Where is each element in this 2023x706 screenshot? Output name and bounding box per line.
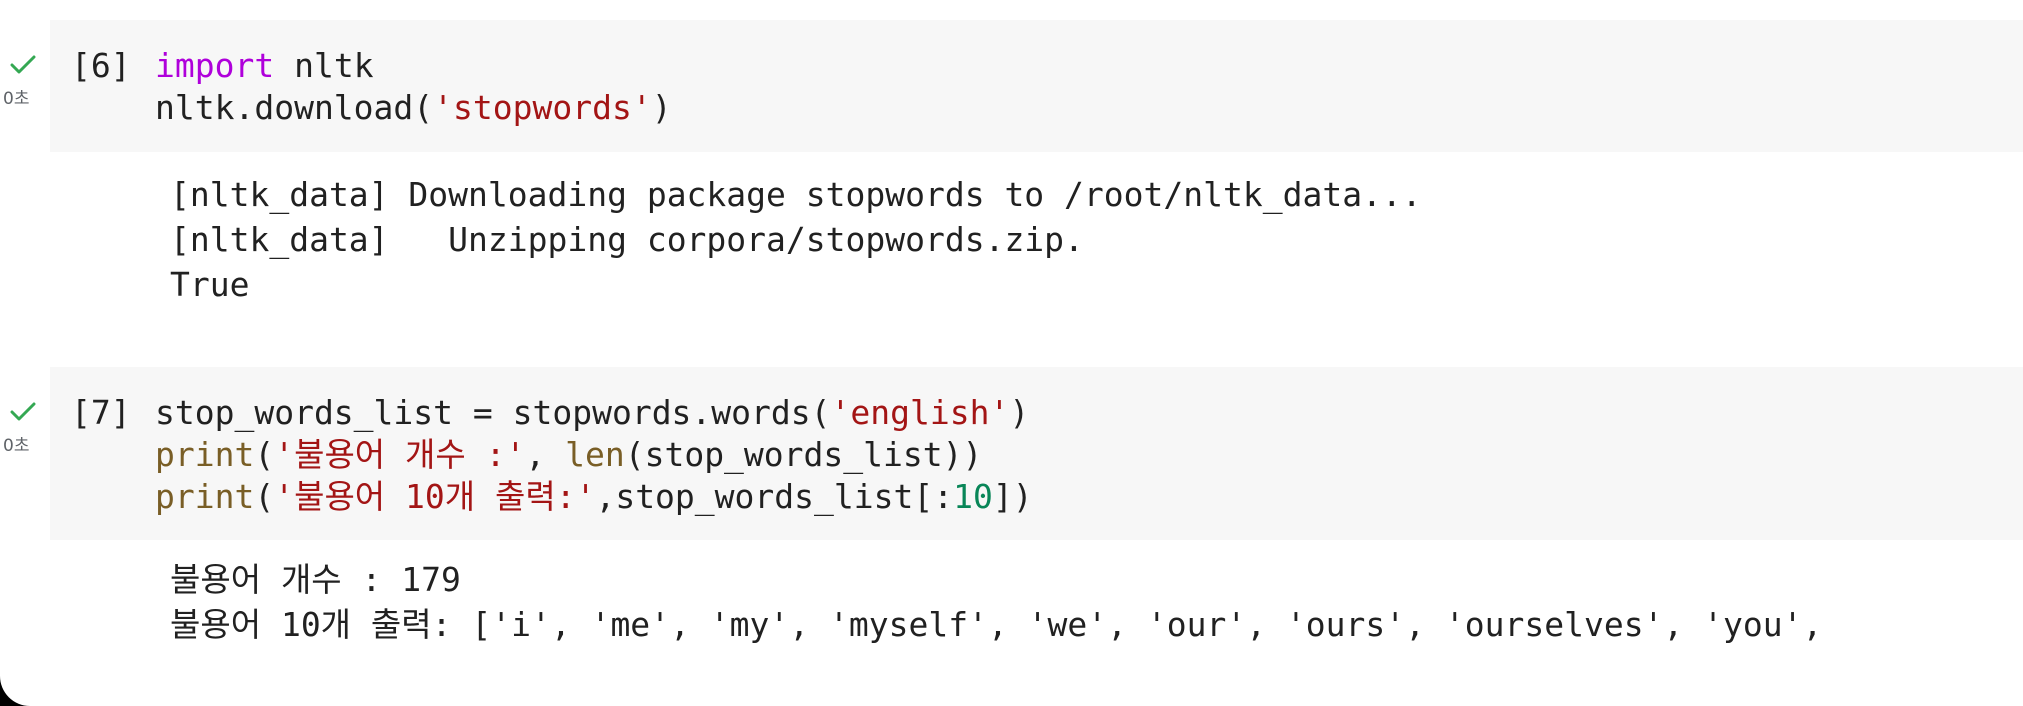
code-editor[interactable]: [7] stop_words_list = stopwords.words('e… (50, 367, 2023, 540)
string-token: '불용어 개수 :' (274, 435, 526, 474)
code-token: ( (254, 435, 275, 474)
code-token: stop_words_list = stopwords.words( (155, 393, 831, 432)
string-token: 'english' (830, 393, 1010, 432)
code-lines[interactable]: stop_words_list = stopwords.words('engli… (155, 392, 1033, 518)
code-token: (stop_words_list)) (624, 435, 983, 474)
output-line: [nltk_data] Unzipping corpora/stopwords.… (170, 220, 1084, 259)
output-line: 불용어 10개 출력: ['i', 'me', 'my', 'myself', … (170, 605, 1823, 644)
function-token: len (565, 435, 625, 474)
cell-output: 불용어 개수 : 179 불용어 10개 출력: ['i', 'me', 'my'… (170, 557, 1822, 647)
code-cell[interactable]: 0초 [7] stop_words_list = stopwords.words… (0, 347, 2023, 706)
code-line[interactable]: print('불용어 10개 출력:',stop_words_list[:10]… (155, 476, 1033, 518)
exec-time: 0초 (3, 436, 30, 456)
code-token: ,stop_words_list[: (595, 477, 954, 516)
cell-output: [nltk_data] Downloading package stopword… (170, 172, 1422, 307)
output-line: 불용어 개수 : 179 (170, 560, 461, 599)
check-icon (10, 55, 36, 74)
string-token: 'stopwords' (433, 88, 652, 127)
code-token: ]) (992, 477, 1033, 516)
exec-time: 0초 (3, 89, 30, 109)
string-token: '불용어 10개 출력:' (274, 477, 596, 516)
code-line[interactable]: import nltk (155, 45, 672, 87)
output-line: True (170, 265, 250, 304)
code-line[interactable]: print('불용어 개수 :', len(stop_words_list)) (155, 434, 1033, 476)
code-line[interactable]: nltk.download('stopwords') (155, 87, 672, 129)
exec-count: [6] (71, 46, 131, 85)
check-icon (10, 402, 36, 421)
code-token: nltk.download( (155, 88, 434, 127)
window-corner (0, 676, 30, 706)
keyword-token: import (155, 46, 275, 85)
exec-count: [7] (71, 393, 131, 432)
output-line: [nltk_data] Downloading package stopword… (170, 175, 1422, 214)
code-token: ) (651, 88, 672, 127)
code-token: ( (254, 477, 275, 516)
function-token: print (155, 477, 255, 516)
code-token: ) (1009, 393, 1030, 432)
number-token: 10 (953, 477, 993, 516)
code-line[interactable]: stop_words_list = stopwords.words('engli… (155, 392, 1033, 434)
code-token: nltk (274, 46, 374, 85)
function-token: print (155, 435, 255, 474)
code-token: , (525, 435, 566, 474)
